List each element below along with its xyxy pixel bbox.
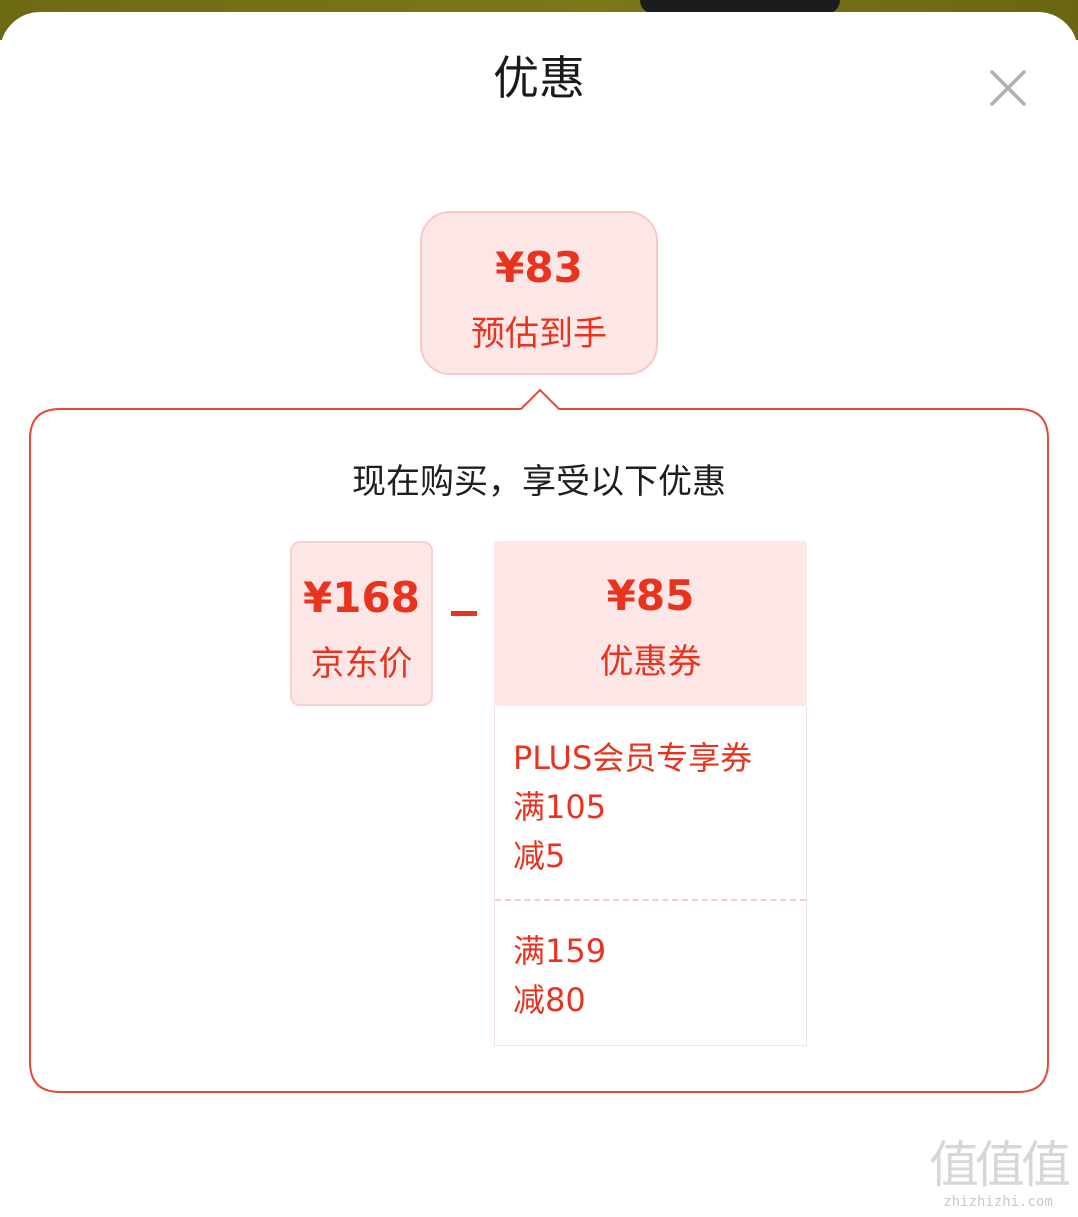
estimated-price-label: 预估到手: [471, 314, 607, 354]
coupon-item-discount: 减80: [513, 981, 586, 1019]
coupon-item-discount: 减5: [513, 837, 566, 875]
coupon-list: PLUS会员专享券 满105 减5 满159 减80: [494, 706, 807, 1046]
minus-operator: [451, 611, 477, 616]
watermark-logo: 值值值 zhizhizhi.com: [928, 1136, 1071, 1212]
jd-price-label: 京东价: [310, 644, 413, 684]
coupon-item-plus[interactable]: PLUS会员专享券 满105 减5: [513, 734, 796, 881]
coupon-item-threshold: 满105: [513, 788, 607, 826]
close-button[interactable]: [988, 68, 1028, 108]
estimated-price: ¥83: [495, 243, 583, 292]
background-product-shape: [640, 0, 840, 14]
coupon-total-label: 优惠券: [599, 642, 702, 682]
watermark-site: zhizhizhi.com: [943, 1194, 1053, 1210]
estimated-price-badge: ¥83 预估到手: [420, 211, 658, 375]
coupon-total-box: ¥85 优惠券: [494, 541, 807, 706]
coupon-item-threshold: 满159: [513, 932, 607, 970]
sheet-title: 优惠: [493, 51, 585, 105]
breakdown-heading: 现在购买，享受以下优惠: [352, 462, 726, 502]
coupon-total-price: ¥85: [606, 571, 695, 620]
jd-price-box: ¥168 京东价: [290, 541, 433, 706]
coupon-divider: [495, 899, 806, 901]
watermark-glyphs: 值值值: [929, 1136, 1071, 1194]
jd-price: ¥168: [303, 573, 420, 622]
coupon-item-full-reduction[interactable]: 满159 减80: [513, 927, 796, 1025]
close-icon: [990, 70, 1026, 106]
coupon-item-name: PLUS会员专享券: [513, 739, 753, 777]
